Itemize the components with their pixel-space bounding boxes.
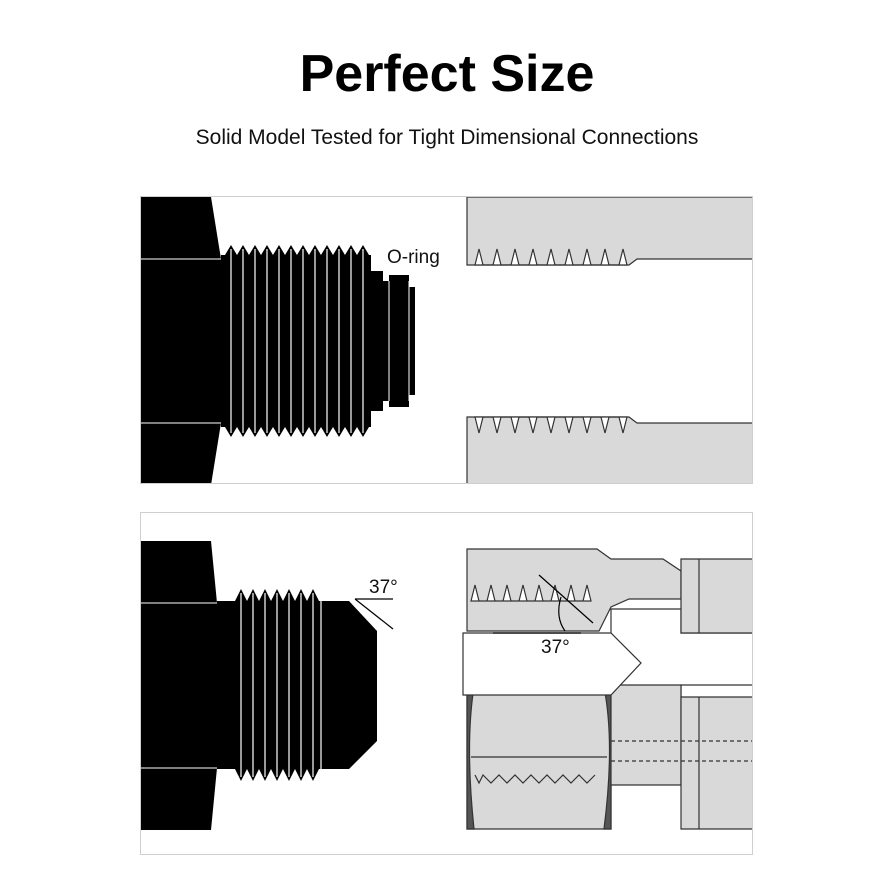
angle-label-male: 37° [369,577,398,598]
male-threads-37 [217,589,321,781]
tube-sleeve [610,558,752,830]
male-hex-body [141,197,221,483]
male-hex-body-37 [141,541,217,830]
page-subtitle: Solid Model Tested for Tight Dimensional… [195,126,699,149]
female-swivel-nut [466,548,682,830]
female-threads-37 [470,584,596,785]
fitting-bore [462,632,642,696]
angle-label-female: 37° [541,637,570,658]
flare-diagram-panel: 37° [140,512,753,855]
oring-diagram: O-ring [141,197,752,483]
oring-label: O-ring [387,247,440,268]
female-port [466,197,752,483]
flare-diagram: 37° [141,541,752,830]
angle-indicator-male [354,598,394,630]
oring-seal [369,271,415,411]
page-title: Perfect Size [299,45,595,103]
angle-indicator-female [493,574,594,634]
female-port-threads [474,248,628,434]
oring-diagram-panel: O-ring [140,196,753,484]
male-threaded-shank [221,245,371,437]
male-flare-cone [321,601,377,769]
